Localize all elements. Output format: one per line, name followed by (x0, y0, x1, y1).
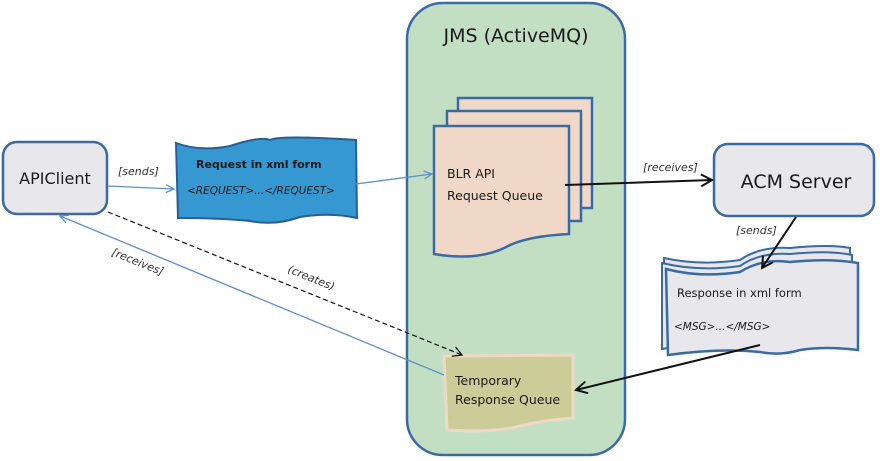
temporary-response-queue-line1: Temporary (454, 373, 522, 388)
edge-response-to-temp-queue (576, 344, 761, 390)
edge-request-to-queue (355, 174, 432, 185)
request-queue-line1: BLR API (447, 166, 495, 181)
response-document-title: Response in xml form (677, 286, 802, 300)
edge-request-to-queue-line (355, 174, 432, 185)
api-client-box[interactable] (1, 140, 109, 216)
edge-server-to-response-line (762, 216, 797, 268)
jms-title: JMS (ActiveMQ) (442, 25, 588, 47)
edge-server-sends-response: [sends] (736, 216, 797, 268)
request-document-shape (174, 136, 359, 224)
acm-server-label: ACM Server (741, 171, 852, 193)
request-document-body: <REQUEST>...</REQUEST> (187, 185, 335, 197)
acm-server-node[interactable]: ACM Server (712, 142, 876, 218)
temporary-response-queue: Temporary Response Queue (442, 353, 575, 433)
response-document: Response in xml form <MSG>...</MSG> (661, 245, 860, 357)
edge-server-sends-label: [sends] (736, 224, 777, 237)
edge-client-sends-request: [sends] (107, 165, 174, 189)
temporary-response-queue-line2: Response Queue (455, 392, 560, 407)
response-document-body: <MSG>...</MSG> (674, 321, 770, 333)
edge-server-receives-label: [receives] (643, 161, 698, 174)
edge-temp-queue-to-client-line (60, 216, 445, 376)
edge-client-creates-label: (creates) (286, 263, 337, 294)
request-queue-page-front (432, 124, 571, 258)
edge-client-receives-label: [receives] (110, 246, 166, 279)
temporary-response-queue-shape (442, 353, 575, 433)
response-document-page-front (664, 258, 860, 357)
edge-client-receives-response: [receives] (60, 216, 445, 376)
edge-queue-to-server-line (564, 180, 712, 185)
edge-response-to-temp-queue-line (576, 344, 761, 390)
edge-client-to-request-line (107, 186, 174, 189)
edge-server-receives: [receives] (564, 161, 712, 185)
request-queue-line2: Request Queue (447, 188, 543, 203)
request-document: Request in xml form <REQUEST>...</REQUES… (174, 136, 359, 224)
edge-client-sends-label: [sends] (118, 165, 159, 178)
request-queue: BLR API Request Queue (432, 96, 594, 258)
api-client-label: APIClient (19, 169, 91, 188)
request-document-title: Request in xml form (196, 158, 322, 171)
api-client-node[interactable]: APIClient (1, 140, 109, 216)
